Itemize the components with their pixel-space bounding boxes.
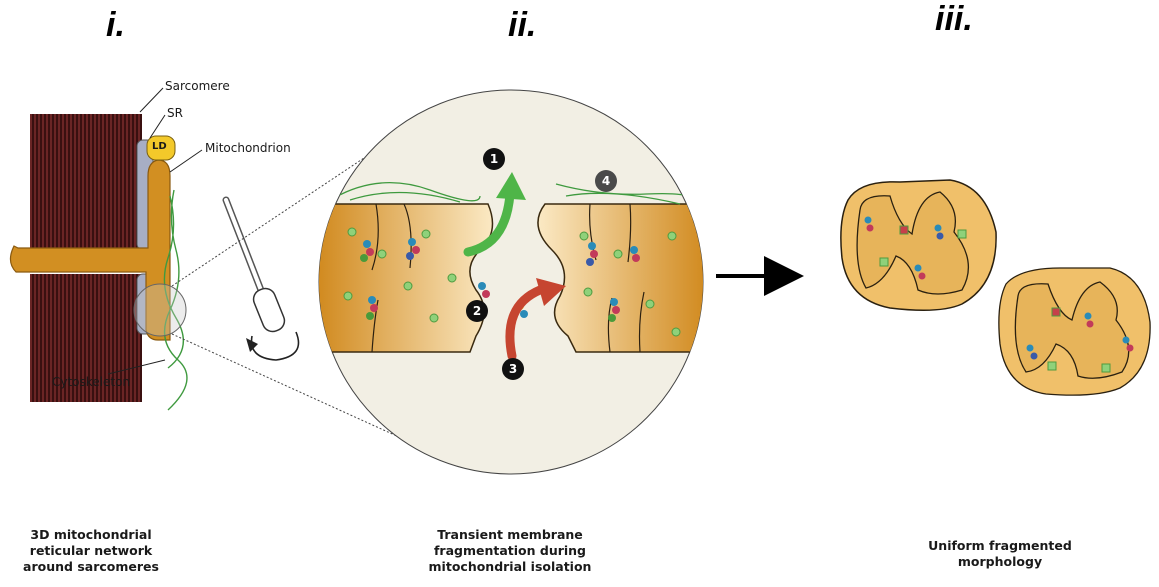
panel-label-ii: ii. (508, 6, 537, 44)
sarcomere-upper (30, 114, 142, 250)
mitochondrion-reticulum (9, 159, 171, 341)
marker-3: 3 (502, 358, 524, 380)
sarcomere-lower (30, 274, 142, 402)
caption-panel-iii: Uniform fragmented morphology (895, 538, 1105, 570)
caption-panel-i: 3D mitochondrial reticular network aroun… (6, 527, 176, 575)
fragment-vesicles (879, 225, 1111, 373)
label-sarcomere: Sarcomere (165, 79, 230, 93)
arrow-red (505, 285, 545, 361)
caption-panel-ii: Transient membrane fragmentation during … (395, 527, 625, 575)
callout-line-mitochondrion (169, 149, 203, 173)
marker-4: 4 (595, 170, 617, 192)
label-lipid-droplet: LD (152, 141, 167, 152)
fragmented-mitochondria (840, 179, 1151, 396)
zoom-line-bottom (171, 333, 411, 443)
caption-iii-line-2: morphology (957, 554, 1043, 569)
label-sr: SR (167, 106, 183, 120)
arrow-red-head (536, 278, 566, 306)
panel-label-iii: iii. (935, 0, 973, 38)
mitochondrion-fragment-right (537, 203, 703, 353)
caption-ii-line-3: mitochondrial isolation (428, 559, 592, 574)
fragment-protein-complexes (864, 216, 1134, 360)
zoom-region (133, 283, 187, 337)
cristae-lines (371, 203, 645, 353)
protein-complexes (360, 238, 640, 322)
callout-line-sr (149, 114, 166, 139)
cytoskeleton-filaments (163, 189, 188, 411)
caption-i-line-2: reticular network (29, 543, 153, 558)
marker-2: 2 (466, 300, 488, 322)
mitochondrion-fragment-left (319, 203, 494, 353)
callout-line-sarcomere (139, 87, 164, 113)
marker-1: 1 (483, 148, 505, 170)
panel-label-i: i. (106, 6, 125, 44)
callout-line-cytoskeleton (107, 359, 166, 375)
inner-membrane-1 (856, 191, 969, 295)
caption-ii-line-2: fragmentation during (433, 543, 587, 558)
homogenizer-pestle-icon (222, 196, 300, 361)
arrow-green-head (496, 172, 526, 200)
label-mitochondrion: Mitochondrion (205, 141, 291, 155)
lipid-droplet (146, 135, 176, 161)
magnified-lens (318, 89, 704, 475)
arrow-green (463, 189, 515, 257)
caption-ii-line-1: Transient membrane (437, 527, 583, 542)
cytoskeleton-filaments-lens (333, 182, 691, 205)
matrix-vesicles (343, 227, 681, 337)
caption-i-line-1: 3D mitochondrial (30, 527, 152, 542)
muscle-fiber-schematic (9, 87, 203, 411)
caption-i-line-3: around sarcomeres (23, 559, 159, 574)
label-cytoskeleton: Cytoskeleton (52, 375, 131, 389)
caption-iii-line-1: Uniform fragmented (928, 538, 1072, 553)
